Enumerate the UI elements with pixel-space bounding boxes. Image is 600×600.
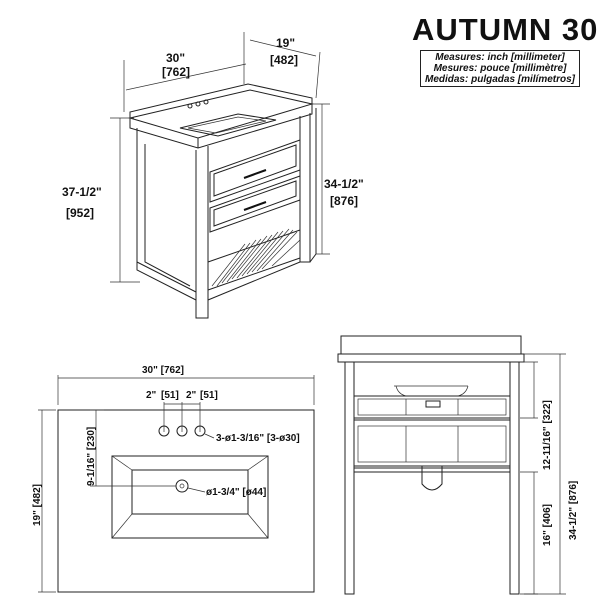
drain-hole — [175, 479, 189, 493]
iso-depth-dim-line — [249, 39, 317, 57]
iso-total-height-mm: [952] — [66, 206, 94, 220]
iso-cabinet-height-mm: [876] — [330, 194, 358, 208]
top-view: 30" [762] 2" [51] 2" [51] 3-ø1-3/16" [3-… — [32, 365, 315, 593]
faucet-hole-label: 3-ø1-3/16" [3-ø30] — [216, 433, 300, 444]
iso-upper-drawer-handle — [243, 169, 267, 179]
front-shelf-height-label: 16" [406] — [542, 504, 553, 546]
front-countertop — [337, 353, 525, 363]
front-drain-pipe — [421, 466, 443, 491]
legend-line-es: Medidas: pulgadas [milímetros] — [424, 74, 576, 85]
spacing-right-in: 2" — [186, 390, 197, 401]
legend-line-en: Measures: inch [millimeter] — [435, 52, 565, 63]
spacing-left-in: 2" — [146, 390, 157, 401]
top-view-sink-outer — [111, 455, 269, 539]
drain-offset-label: 9-1/16" [230] — [86, 427, 97, 486]
product-title: AUTUMN 30 — [412, 12, 599, 47]
iso-sink-bowl — [187, 116, 267, 134]
iso-depth-mm: [482] — [270, 53, 298, 67]
iso-front-left-leg — [195, 146, 209, 319]
top-depth-label: 19" [482] — [32, 484, 43, 526]
iso-faucet-hole-2 — [195, 101, 201, 107]
front-cabinet-height-label: 34-1/2" [876] — [568, 481, 579, 540]
iso-width-mm: [762] — [162, 65, 190, 79]
iso-countertop-top — [128, 89, 314, 139]
iso-width-in: 30" — [166, 51, 185, 65]
iso-lower-drawer-handle — [243, 201, 267, 211]
iso-backsplash — [129, 83, 313, 118]
iso-sink-rim — [179, 113, 277, 137]
iso-shelf-slats — [207, 228, 301, 291]
top-view-countertop — [57, 409, 315, 593]
isometric-vanity-view: 30" [762] 19" [482] 37-1/2" [952] 34-1/2… — [62, 32, 364, 319]
top-view-sink-inner — [131, 469, 249, 515]
front-drawer-pull — [425, 400, 441, 408]
iso-width-dim-line — [125, 63, 247, 91]
faucet-hole-left — [158, 425, 170, 437]
front-view: 12-11/16" [322] 16" [406] 34-1/2" [876] — [337, 335, 579, 595]
iso-depth-in: 19" — [276, 36, 295, 50]
iso-cabinet-height-in: 34-1/2" — [324, 177, 364, 191]
front-upper-drawer — [353, 395, 511, 419]
front-shelf — [353, 467, 511, 473]
iso-total-height-in: 37-1/2" — [62, 185, 102, 199]
iso-front-right-leg — [299, 113, 311, 263]
iso-faucet-hole-1 — [187, 103, 193, 109]
spacing-left-mm: [51] — [161, 390, 179, 401]
measurement-legend: Measures: inch [millimeter] Mesures: pou… — [420, 50, 580, 87]
spacing-right-mm: [51] — [200, 390, 218, 401]
iso-upper-drawer — [209, 139, 301, 203]
front-backsplash — [340, 335, 522, 355]
faucet-hole-right — [194, 425, 206, 437]
legend-line-fr: Mesures: pouce [millimètre] — [433, 63, 567, 74]
iso-faucet-hole-3 — [203, 99, 209, 105]
front-sink-bowl — [394, 385, 469, 397]
front-drawer-height-label: 12-11/16" [322] — [542, 400, 553, 470]
front-right-leg — [509, 361, 520, 595]
front-lower-drawer — [353, 419, 511, 467]
drain-label: ø1-3/4" [ø44] — [206, 487, 266, 498]
faucet-hole-center — [176, 425, 188, 437]
iso-lower-drawer — [209, 175, 301, 233]
iso-cabinet-side — [136, 128, 197, 301]
top-width-label: 30" [762] — [142, 365, 184, 376]
front-left-leg — [344, 361, 355, 595]
